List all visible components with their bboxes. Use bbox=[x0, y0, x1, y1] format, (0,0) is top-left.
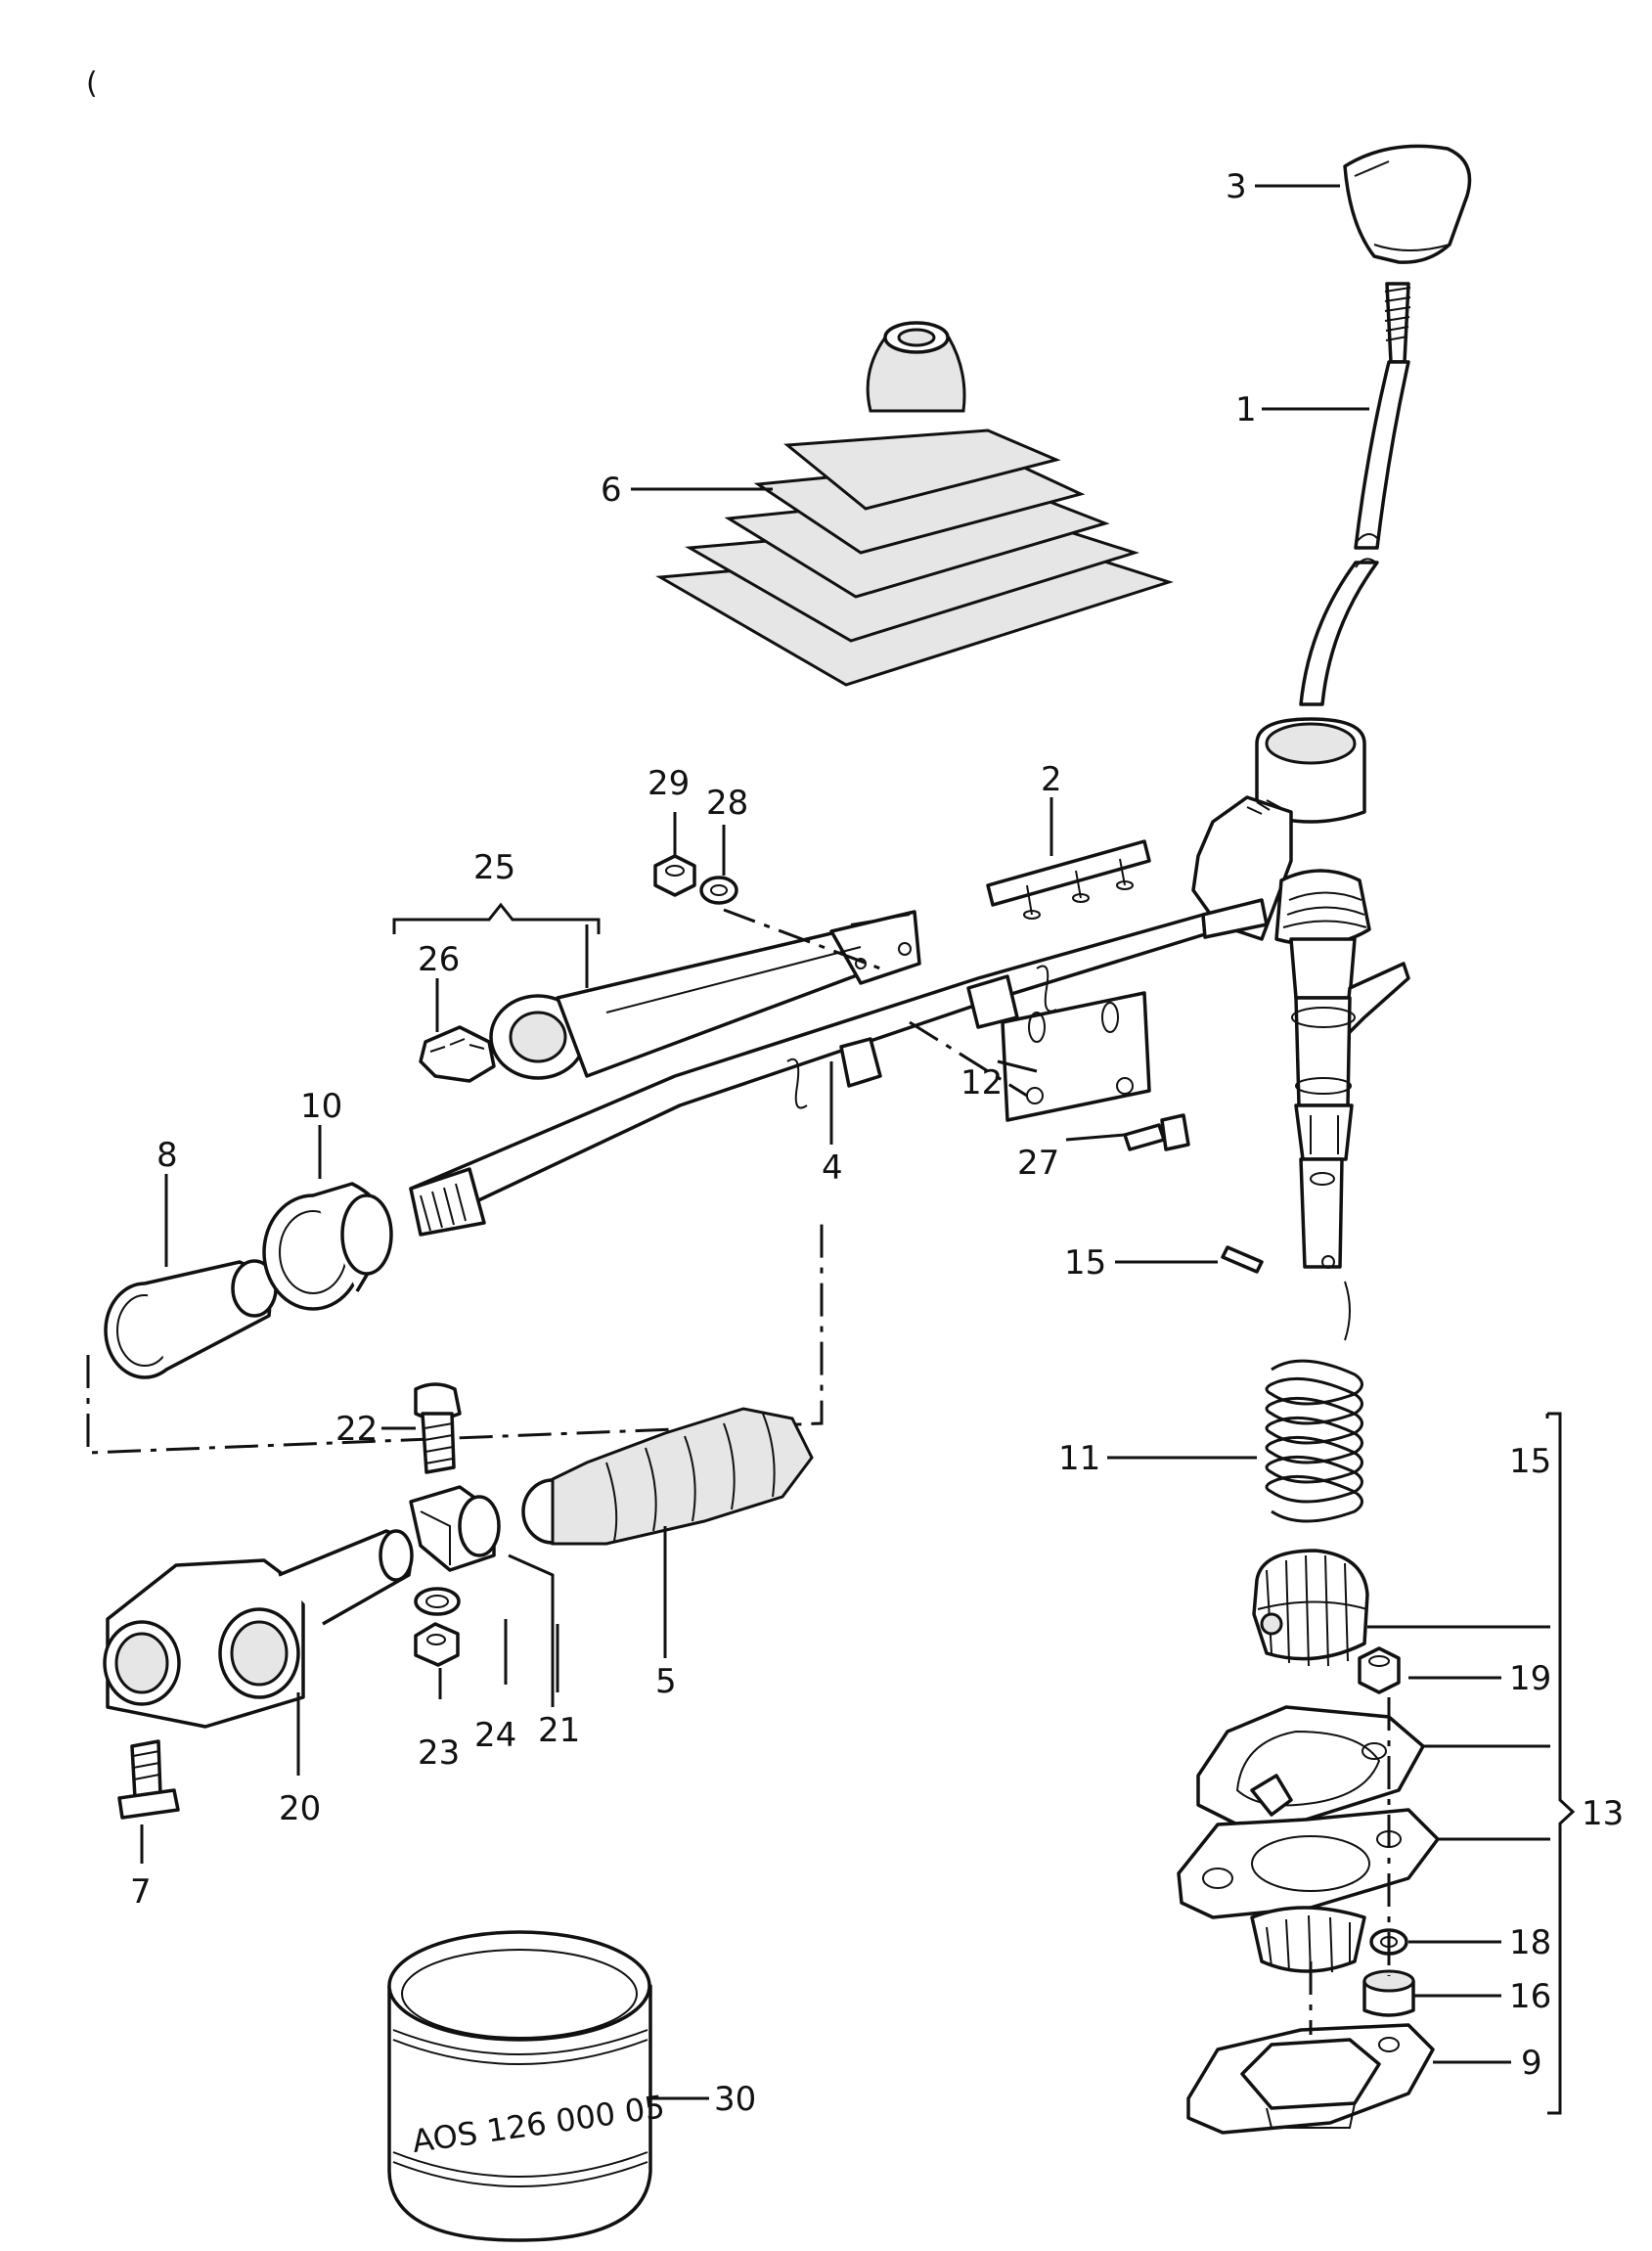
callout-22: 22 bbox=[335, 1410, 378, 1449]
callout-4: 4 bbox=[822, 1148, 843, 1188]
callout-1: 1 bbox=[1235, 390, 1257, 429]
callout-7: 7 bbox=[130, 1872, 152, 1912]
stud-plate bbox=[986, 839, 1151, 920]
bolt-27 bbox=[1123, 1113, 1190, 1151]
callout-2: 2 bbox=[1041, 760, 1062, 799]
callout-10: 10 bbox=[300, 1087, 342, 1126]
nut-29 bbox=[653, 854, 696, 897]
pin-15 bbox=[1221, 1245, 1264, 1274]
gear-knob bbox=[1343, 144, 1472, 264]
lever-arm-assembly bbox=[489, 910, 921, 1080]
callout-20: 20 bbox=[279, 1789, 321, 1828]
callout-13: 13 bbox=[1582, 1794, 1624, 1833]
nut-23 bbox=[414, 1622, 460, 1667]
callout-9: 9 bbox=[1521, 2044, 1542, 2083]
callout-6: 6 bbox=[601, 471, 622, 510]
washer-24 bbox=[414, 1587, 461, 1616]
callout-3: 3 bbox=[1226, 167, 1247, 206]
callout-30: 30 bbox=[714, 2080, 756, 2119]
callout-8: 8 bbox=[156, 1136, 178, 1175]
assembly-guideline-2 bbox=[723, 908, 1028, 1098]
callout-27: 27 bbox=[1017, 1144, 1059, 1183]
shift-rod bbox=[409, 898, 1269, 1237]
clamp-plate bbox=[1001, 991, 1151, 1122]
callout-21: 21 bbox=[538, 1711, 580, 1750]
callout-29: 29 bbox=[647, 764, 690, 803]
boot-5 bbox=[521, 1407, 814, 1546]
shift-boot bbox=[655, 321, 1174, 687]
callout-18: 18 bbox=[1509, 1923, 1551, 1962]
callout-26: 26 bbox=[418, 940, 460, 979]
shift-housing bbox=[1191, 717, 1410, 1269]
callout-16: 16 bbox=[1509, 1977, 1551, 2016]
base-plate bbox=[1186, 2023, 1435, 2135]
callout-15a: 15 bbox=[1064, 1243, 1106, 1283]
callout-19: 19 bbox=[1509, 1659, 1551, 1698]
callout-24: 24 bbox=[474, 1716, 516, 1755]
spring-11 bbox=[1265, 1281, 1363, 1523]
callout-15b: 15 bbox=[1509, 1442, 1551, 1481]
ball-guide bbox=[1252, 1549, 1369, 1667]
callout-12: 12 bbox=[960, 1063, 1003, 1103]
bolt-7 bbox=[117, 1739, 180, 1820]
clamp-21 bbox=[409, 1485, 501, 1572]
bearing-cup bbox=[1250, 1906, 1366, 1975]
gasket-plate-upper bbox=[1196, 1705, 1425, 1826]
assembly-guideline bbox=[86, 1223, 824, 1455]
callout-11: 11 bbox=[1058, 1439, 1100, 1478]
nut-19 bbox=[1358, 1646, 1401, 1694]
bushing-8 bbox=[104, 1259, 278, 1379]
bolt-22 bbox=[414, 1382, 462, 1474]
coupling-20 bbox=[103, 1529, 414, 1729]
grease-container bbox=[387, 1930, 652, 2242]
vertical-guideline bbox=[1309, 1697, 1391, 2035]
splined-nut bbox=[419, 1025, 496, 1083]
leader-lines bbox=[140, 184, 1576, 2115]
seal-10 bbox=[262, 1182, 393, 1311]
callout-23: 23 bbox=[418, 1733, 460, 1773]
callout-28: 28 bbox=[706, 784, 748, 823]
callout-5: 5 bbox=[655, 1662, 677, 1701]
callout-25: 25 bbox=[473, 848, 515, 887]
stray-mark: ( bbox=[86, 67, 98, 101]
washer-28 bbox=[699, 876, 738, 905]
shift-lever bbox=[1299, 282, 1411, 706]
mount-plate-mid bbox=[1177, 1808, 1440, 1919]
bushing-16 bbox=[1362, 1969, 1415, 2017]
